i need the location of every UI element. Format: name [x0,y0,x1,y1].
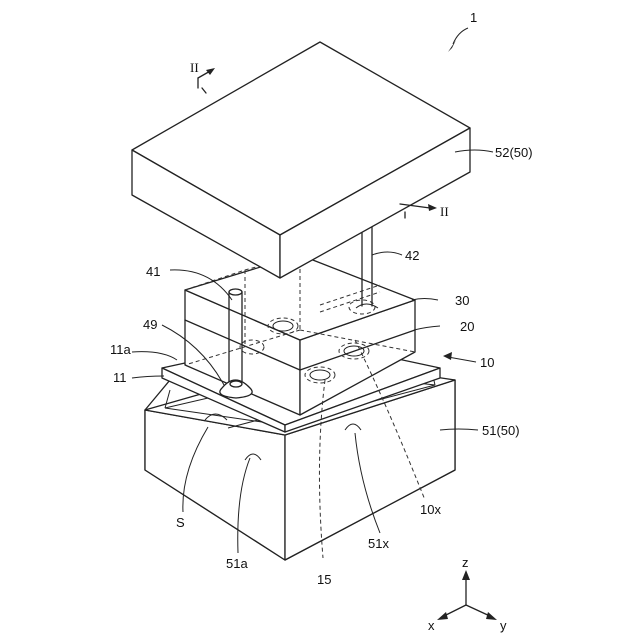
label-substrate-edge: 11a [110,342,131,357]
label-gate: 49 [143,317,157,332]
label-upper-plate: 30 [455,293,469,308]
top-mold [132,42,470,278]
label-recess-right: 51x [368,536,389,551]
label-pin-41: 41 [146,264,160,279]
label-channel: 15 [317,572,331,587]
label-top-mold: 52(50) [495,145,533,160]
axis-x-label: x [428,618,435,633]
label-assembly: 10 [480,355,494,370]
label-1: 1 [470,10,477,25]
label-space: S [176,515,185,530]
label-hole: 10x [420,502,441,517]
axis-y-label: y [500,618,507,633]
label-recess-left: 51a [226,556,248,571]
label-bottom-mold: 51(50) [482,423,520,438]
label-middle-plate: 20 [460,319,474,334]
label-section-bottom: II [440,204,449,219]
label-pin-42: 42 [405,248,419,263]
axis-z-label: z [462,555,469,570]
coordinate-axes [437,570,497,620]
label-substrate: 11 [113,370,127,385]
label-section-top: II [190,60,199,75]
